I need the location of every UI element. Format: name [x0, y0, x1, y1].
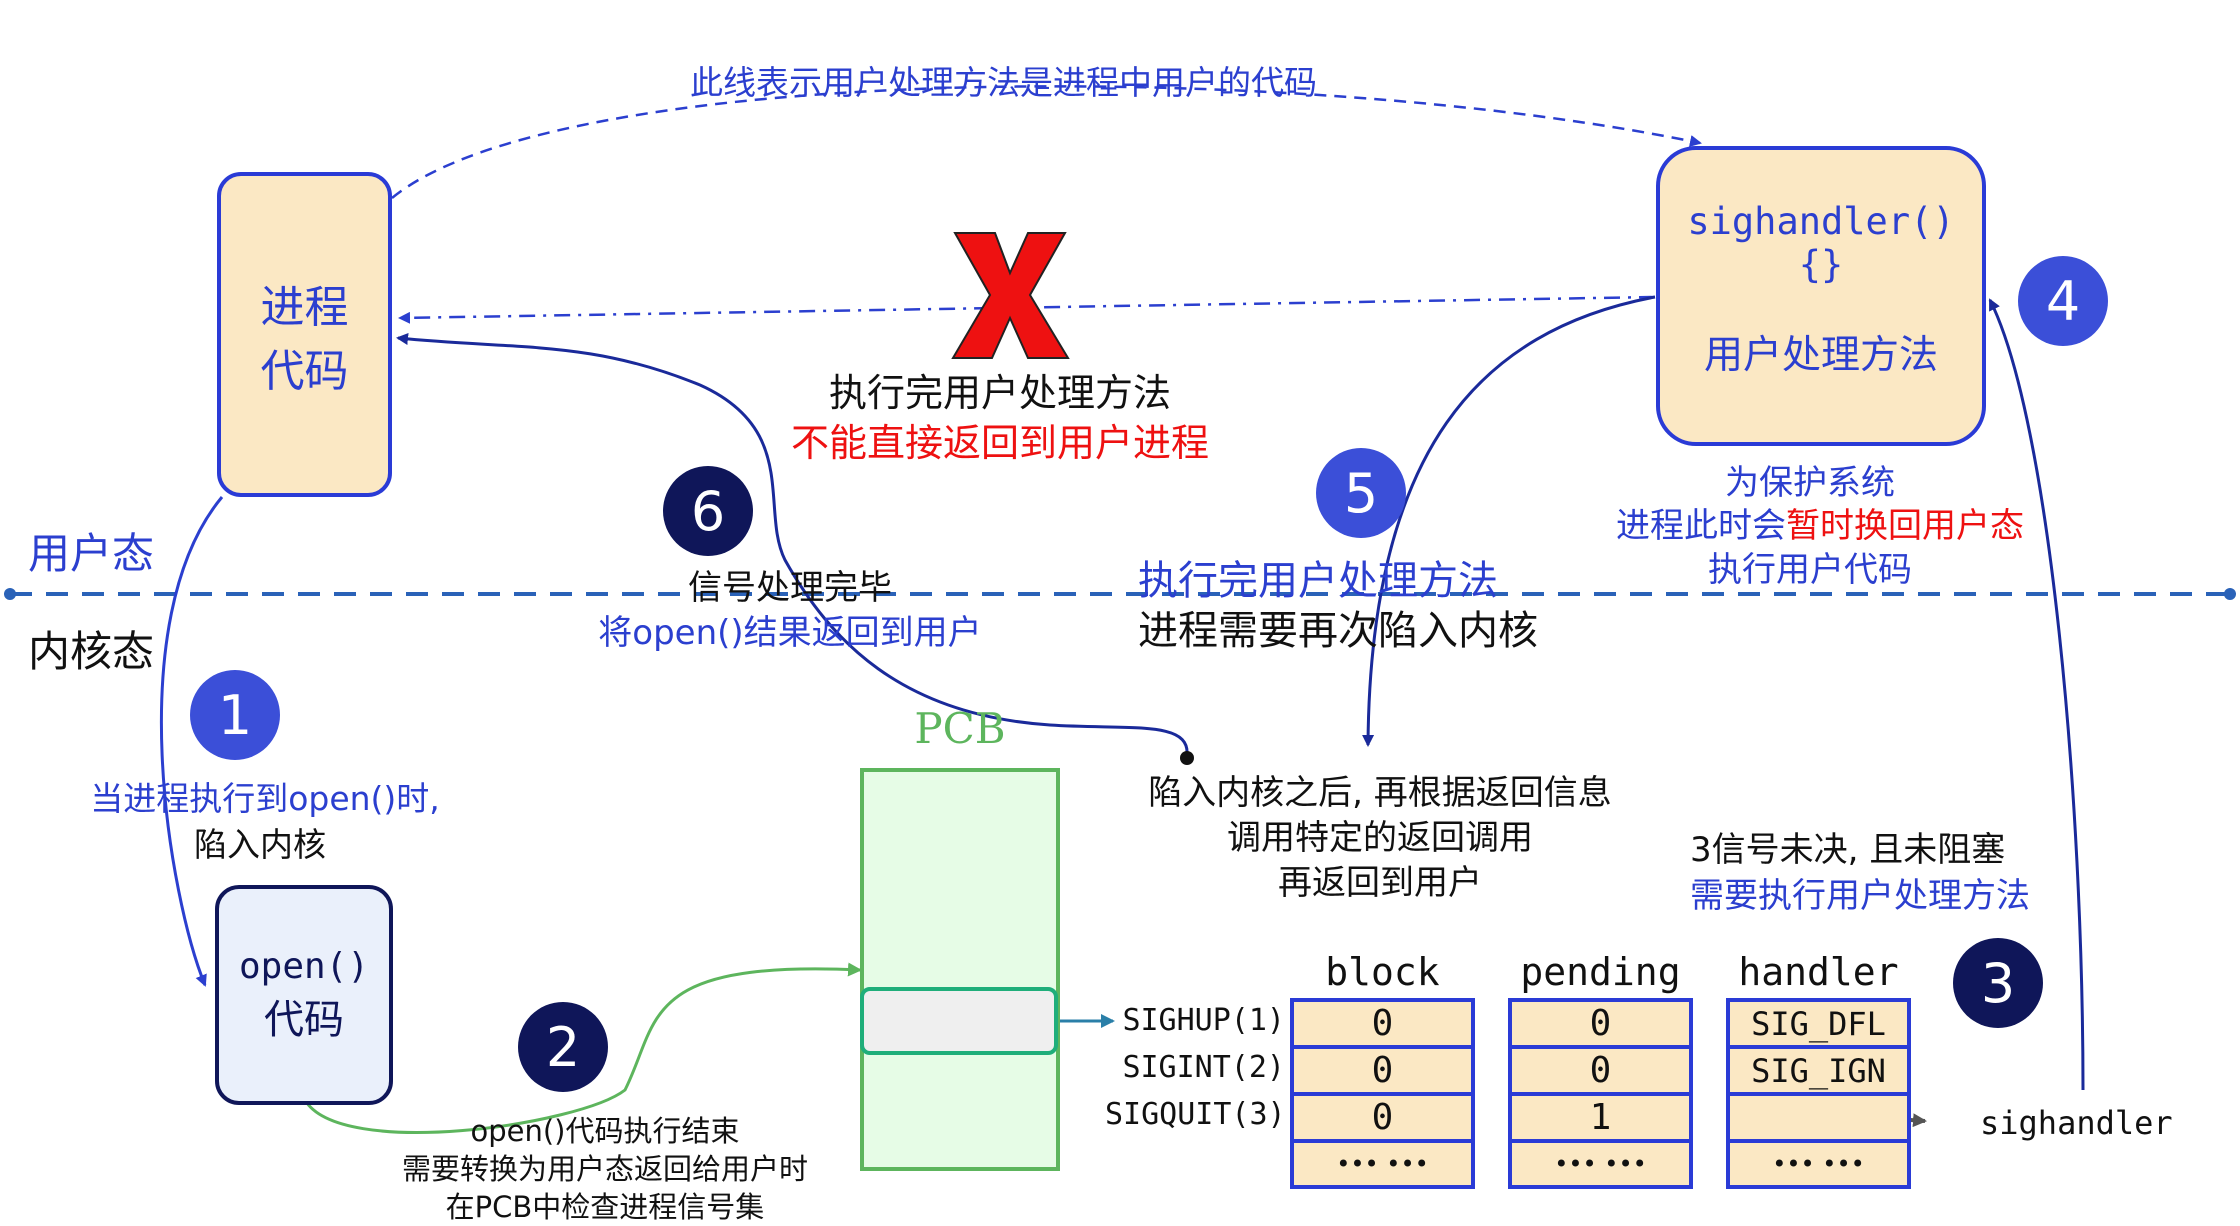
step-6-badge: 6	[663, 466, 753, 556]
table-cell-pending-1: 0	[1508, 998, 1693, 1049]
table-cell-block-more: ••• •••	[1290, 1139, 1475, 1189]
process-code-line1: 进程	[260, 281, 349, 333]
step1-text-line2: 陷入内核	[194, 825, 326, 864]
step2-text-line2: 需要转换为用户态返回给用户时	[401, 1152, 808, 1186]
table-cell-pending-more: ••• •••	[1508, 1139, 1693, 1189]
row-label-sigquit: SIGQUIT(3)	[1105, 1097, 1286, 1132]
cross-text-line2: 不能直接返回到用户进程	[790, 421, 1209, 465]
process-code-box: 进程 代码	[217, 172, 392, 497]
step5-arrow	[1362, 295, 1656, 747]
top-note: 此线表示用户处理方法是进程中用户的代码	[690, 63, 1317, 102]
open-code-line1: open()	[238, 945, 370, 987]
protect-note-line2: 进程此时会暂时换回用户态	[1560, 498, 2080, 547]
step1-text-line1: 当进程执行到open()时,	[90, 779, 440, 818]
open-code-box: open() 代码	[215, 885, 393, 1105]
top-dashed-arc	[391, 85, 1702, 199]
step5-text-line1: 执行完用户处理方法	[1138, 558, 1498, 604]
sighandler-label: 用户处理方法	[1703, 333, 1938, 378]
pcb-label: PCB	[914, 704, 1006, 753]
step3-text-line1: 3信号未决, 且未阻塞	[1690, 830, 2006, 870]
sighandler-ref-label: sighandler	[1980, 1104, 2173, 1142]
protect-note-line2-red: 暂时换回用户态	[1786, 506, 2024, 546]
pcb-block	[860, 768, 1060, 1171]
step-1-badge: 1	[190, 670, 280, 760]
protect-note-line1: 为保护系统	[1725, 463, 1895, 503]
table-cell-pending-2: 0	[1508, 1045, 1693, 1096]
red-x-icon	[951, 232, 1070, 359]
step3-text-line2: 需要执行用户处理方法	[1690, 876, 2030, 916]
open-code-line2: 代码	[264, 996, 344, 1043]
step-2-badge: 2	[518, 1002, 608, 1092]
col-header-pending: pending	[1520, 950, 1681, 994]
col-header-block: block	[1325, 950, 1440, 994]
step2-text-line1: open()代码执行结束	[470, 1114, 740, 1148]
table-cell-handler-3	[1726, 1092, 1911, 1143]
step2-arrow	[303, 962, 862, 1134]
user-mode-label: 用户态	[28, 529, 155, 578]
step2-text-line3: 在PCB中检查进程信号集	[445, 1190, 765, 1224]
step6-text-line2: 将open()结果返回到用户	[598, 613, 982, 653]
table-cell-handler-more: ••• •••	[1726, 1139, 1911, 1189]
protect-note-line2-prefix: 进程此时会	[1616, 506, 1786, 546]
table-cell-handler-2: SIG_IGN	[1726, 1045, 1911, 1096]
sighandler-box: sighandler() {} 用户处理方法	[1656, 146, 1986, 446]
table-cell-block-1: 0	[1290, 998, 1475, 1049]
step5-text-line2: 进程需要再次陷入内核	[1138, 608, 1538, 654]
kernel-return-line3: 再返回到用户	[1278, 863, 1482, 903]
pcb-signal-entry	[860, 987, 1058, 1055]
col-header-handler: handler	[1738, 950, 1899, 994]
step-4-badge: 4	[2018, 256, 2108, 346]
step4-arrow	[1988, 298, 2085, 1091]
cross-text-line1: 执行完用户处理方法	[828, 371, 1171, 415]
table-cell-handler-1: SIG_DFL	[1726, 998, 1911, 1049]
sighandler-braces: {}	[1798, 243, 1844, 286]
kernel-mode-label: 内核态	[28, 627, 155, 676]
table-cell-block-2: 0	[1290, 1045, 1475, 1096]
kernel-return-line2: 调用特定的返回调用	[1227, 818, 1533, 858]
sighandler-func: sighandler()	[1687, 200, 1955, 243]
row-label-sighup: SIGHUP(1)	[1122, 1003, 1285, 1038]
step-3-badge: 3	[1953, 938, 2043, 1028]
table-cell-block-3: 0	[1290, 1092, 1475, 1143]
step6-text-line1: 信号处理完毕	[688, 568, 892, 608]
step-5-badge: 5	[1316, 448, 1406, 538]
kernel-return-line1: 陷入内核之后, 再根据返回信息	[1148, 773, 1612, 813]
step6-arrow	[396, 333, 1189, 756]
protect-note-line3: 执行用户代码	[1708, 550, 1912, 590]
row-label-sigint: SIGINT(2)	[1122, 1050, 1285, 1085]
step1-arrow	[159, 496, 224, 987]
table-cell-pending-3: 1	[1508, 1092, 1693, 1143]
process-code-line2: 代码	[260, 345, 349, 397]
